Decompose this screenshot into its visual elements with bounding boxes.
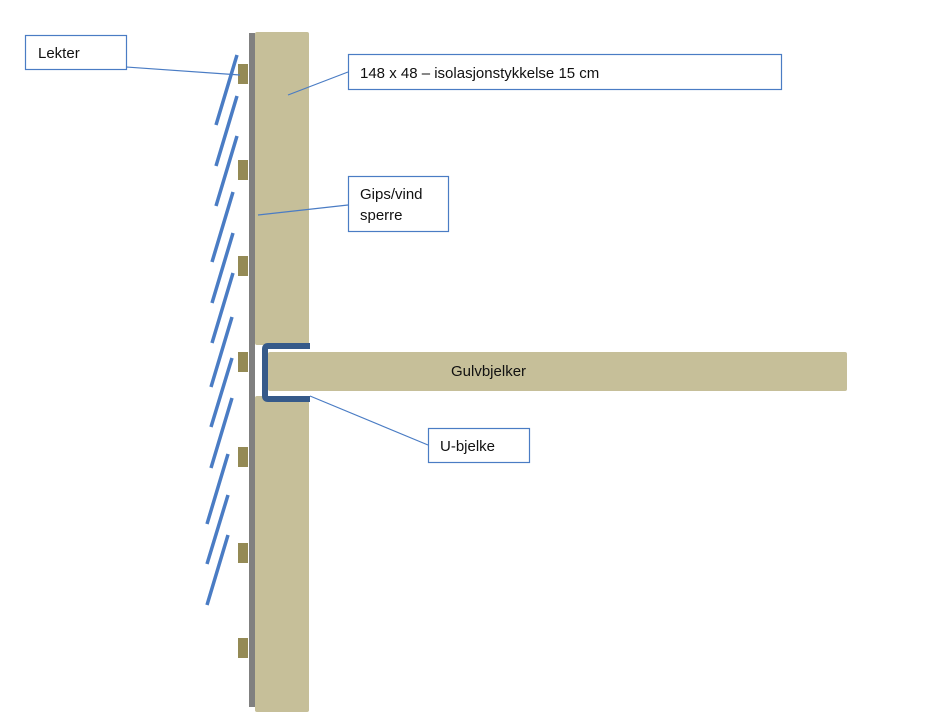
label-gulvbjelker: Gulvbjelker	[451, 363, 526, 380]
batten	[238, 256, 248, 276]
gips-vindsperre	[249, 33, 255, 707]
callout-box-lekter	[24, 34, 128, 71]
batten	[238, 352, 248, 372]
cladding-board	[209, 397, 234, 469]
callout-box-stender	[347, 53, 783, 91]
leader-gips	[257, 204, 349, 216]
label-u-bjelke: U-bjelke	[440, 438, 495, 455]
cladding-board	[209, 316, 234, 388]
leader-u-bjelke	[309, 395, 429, 446]
leader-stender	[287, 71, 349, 96]
cladding-board	[205, 534, 230, 606]
batten	[238, 638, 248, 658]
leader-lekter	[125, 66, 241, 76]
u-beam	[262, 343, 310, 402]
label-gips-line2: sperre	[360, 207, 403, 224]
cladding-board	[210, 272, 235, 344]
callout-box-u-bjelke	[427, 427, 531, 464]
stud-upper	[255, 32, 309, 345]
cladding-board	[214, 135, 239, 207]
batten	[238, 160, 248, 180]
cladding-board	[210, 232, 235, 304]
stud-lower	[255, 396, 309, 712]
battens	[238, 64, 248, 658]
label-stender: 148 x 48 – isolasjonstykkelse 15 cm	[360, 65, 599, 82]
cladding-board	[205, 453, 230, 525]
floor-joist	[268, 352, 847, 391]
cladding-board	[210, 191, 235, 263]
label-lekter: Lekter	[38, 45, 80, 62]
label-gips-line1: Gips/vind	[360, 186, 423, 203]
cladding-board	[205, 494, 230, 565]
batten	[238, 64, 248, 84]
batten	[238, 447, 248, 467]
cladding-board	[214, 95, 239, 167]
batten	[238, 543, 248, 563]
callout-box-gips	[347, 175, 450, 233]
cladding-board	[214, 54, 239, 126]
cladding-board	[209, 357, 234, 428]
cladding-boards	[205, 54, 239, 606]
